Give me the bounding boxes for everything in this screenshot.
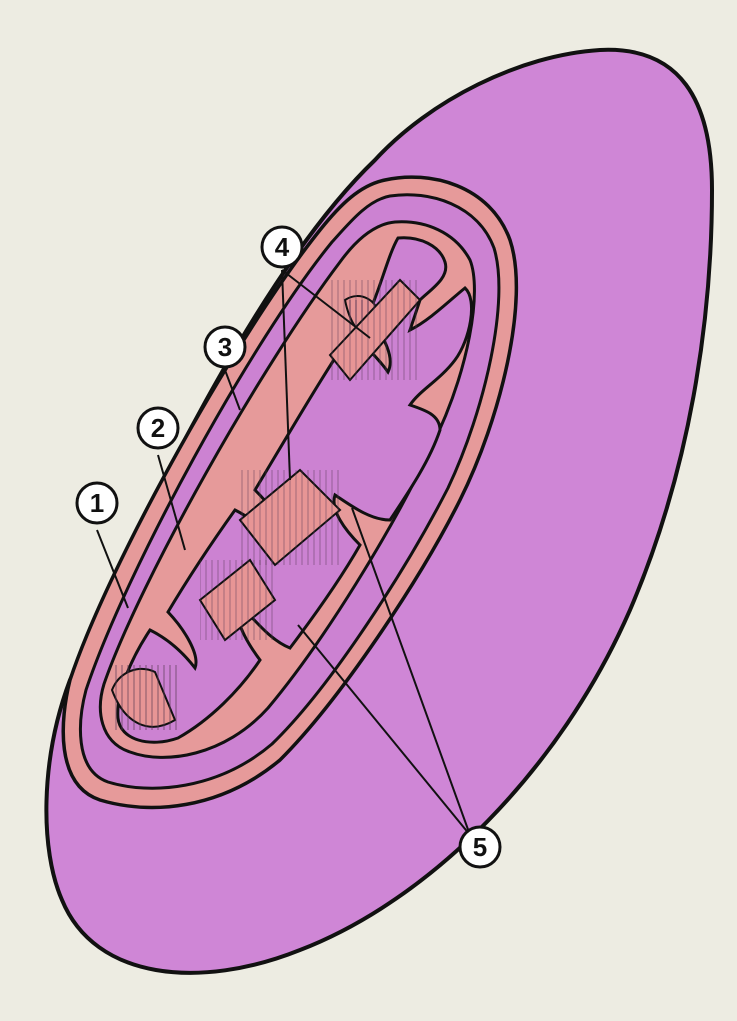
label-4-text: 4 [275,232,290,262]
crista-4-hatch [200,560,275,640]
label-3-text: 3 [218,332,232,362]
label-2: 2 [138,408,178,448]
label-1-text: 1 [90,488,104,518]
label-4: 4 [262,227,302,267]
label-2-text: 2 [151,413,165,443]
label-5-text: 5 [473,832,487,862]
label-5: 5 [460,827,500,867]
label-3: 3 [205,327,245,367]
crista-2-hatch [330,280,420,380]
label-1: 1 [77,483,117,523]
crista-3-hatch [240,470,340,565]
crista-5-hatch [112,665,177,730]
